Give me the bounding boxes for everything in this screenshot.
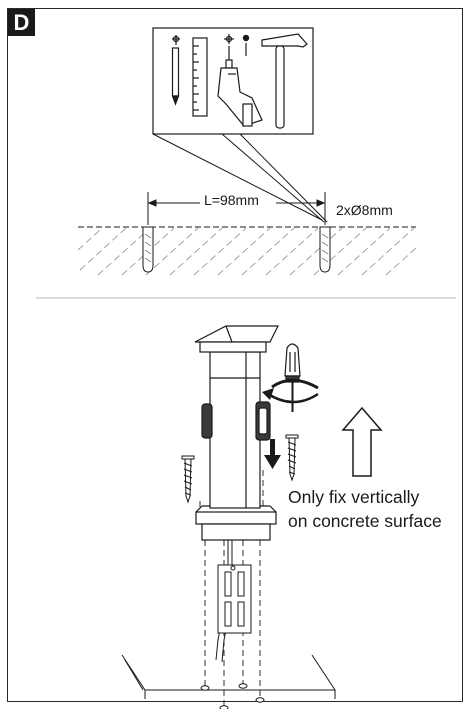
concrete-slab: [121, 654, 336, 699]
mounting-note-line2: on concrete surface: [288, 511, 442, 531]
ground-section: [77, 226, 417, 276]
pillar-cap: [194, 325, 279, 343]
mounting-note: Only fix vertically on concrete surface: [288, 485, 442, 533]
socket-left: [201, 403, 213, 439]
tools-box: [152, 27, 314, 135]
rotation-arrow-icon: [262, 378, 319, 404]
screw-right: [285, 434, 299, 482]
hole-diameter-label: 2xØ8mm: [336, 202, 393, 218]
hole-spacing-label: L=98mm: [204, 192, 259, 208]
step-badge: D: [8, 9, 35, 36]
hammer-icon: [261, 33, 308, 129]
drill-hole-right: [319, 226, 331, 273]
socket-pillar: [194, 325, 279, 541]
down-arrow-icon: [264, 439, 281, 469]
mounting-note-line1: Only fix vertically: [288, 487, 420, 507]
ruler-icon: [192, 37, 208, 117]
instruction-frame: [7, 8, 463, 702]
inset-pointer-lines: [152, 133, 328, 223]
screw-left: [181, 455, 195, 504]
ground-hatch: [77, 227, 417, 276]
junction-box: [217, 564, 252, 634]
pencil-icon: [171, 35, 180, 106]
pillar-body: [209, 351, 261, 509]
pillar-base-plate: [195, 511, 277, 525]
dimension-line: [147, 192, 326, 225]
drill-hole-left: [142, 226, 154, 273]
up-arrow-icon: [341, 406, 383, 477]
drill-icon: [217, 34, 263, 127]
tools-inset: [152, 27, 314, 135]
anchor-holes: [200, 683, 265, 709]
